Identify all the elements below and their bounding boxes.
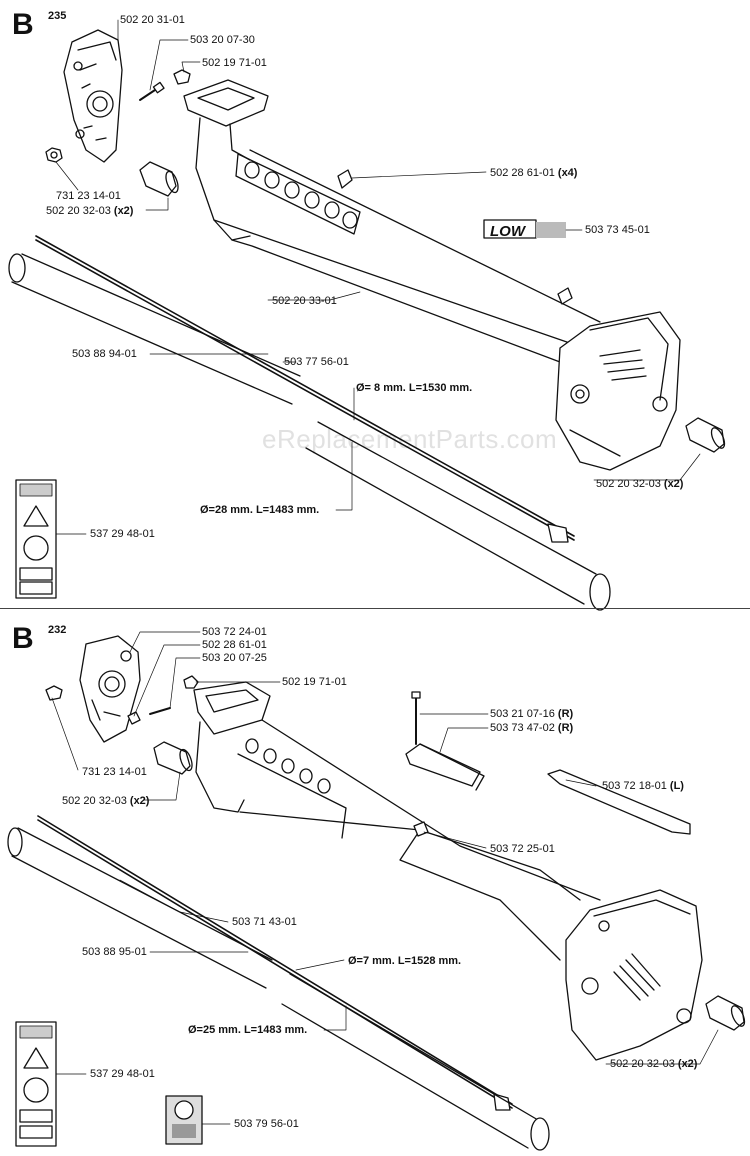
- s2-warning-decal: [15, 1021, 57, 1147]
- s2-engine-housing: [565, 889, 703, 1061]
- s2-part-503-72-24-01: 503 72 24-01: [202, 626, 267, 638]
- s2-part-502-20-32-03-a-qty: (x2): [129, 795, 150, 807]
- s2-part-503-73-47-02-number: 503 73 47-02: [490, 722, 555, 734]
- s1-part-502-20-31-01: 502 20 31-01: [120, 14, 185, 26]
- s2-bracket-r: [405, 691, 485, 791]
- s1-low-decal: [483, 219, 566, 239]
- s2-part-503-72-25-01: 503 72 25-01: [490, 843, 555, 855]
- s1-part-502-20-32-03-b-number: 502 20 32-03: [596, 478, 661, 490]
- s1-handle-bracket: [63, 29, 123, 163]
- s1-part-502-20-32-03-a-qty: (x2): [113, 205, 134, 217]
- s1-part-502-28-61-01-number: 502 28 61-01: [490, 167, 555, 179]
- s1-warning-decal: [15, 479, 57, 599]
- s1-shaft-dimension: Ø= 8 mm. L=1530 mm.: [356, 382, 473, 394]
- s1-cap-right: [685, 417, 726, 453]
- s2-part-502-20-32-03-b-qty: (x2): [677, 1058, 698, 1070]
- s1-part-502-28-61-01-qty: (x4): [557, 167, 578, 179]
- s2-part-502-20-32-03-a: 502 20 32-03 (x2): [62, 795, 149, 807]
- s1-tube: [8, 253, 611, 611]
- s2-sticker: [165, 1095, 203, 1145]
- s1-housing: [183, 79, 601, 363]
- s2-part-503-73-47-02: 503 73 47-02 (R): [490, 722, 573, 734]
- s2-part-503-79-56-01: 503 79 56-01: [234, 1118, 299, 1130]
- s2-lever: [547, 769, 691, 835]
- s1-part-731-23-14-01: 731 23 14-01: [56, 190, 121, 202]
- s2-leaders: [51, 631, 719, 1125]
- s2-tube: [7, 827, 550, 1151]
- s2-part-502-28-61-01: 502 28 61-01: [202, 639, 267, 651]
- s2-shaft-dimension: Ø=7 mm. L=1528 mm.: [348, 955, 462, 967]
- s2-tube-dimension: Ø=25 mm. L=1483 mm.: [188, 1024, 308, 1036]
- s2-part-503-73-47-02-suffix: (R): [557, 722, 574, 734]
- s1-part-503-73-45-01: 503 73 45-01: [585, 224, 650, 236]
- s1-tube-dimension: Ø=28 mm. L=1483 mm.: [200, 504, 320, 516]
- s1-low-logo: LOW: [490, 223, 525, 240]
- s1-drive-shaft: [35, 235, 575, 543]
- s2-part-731-23-14-01: 731 23 14-01: [82, 766, 147, 778]
- s1-part-503-88-94-01: 503 88 94-01: [72, 348, 137, 360]
- s1-cap-left: [139, 161, 179, 197]
- s2-part-502-19-71-01: 502 19 71-01: [282, 676, 347, 688]
- section-2-model: 232: [48, 624, 67, 636]
- s2-part-537-29-48-01: 537 29 48-01: [90, 1068, 155, 1080]
- s1-part-537-29-48-01: 537 29 48-01: [90, 528, 155, 540]
- s2-drive-shaft: [37, 815, 513, 1111]
- s1-part-502-19-71-01: 502 19 71-01: [202, 57, 267, 69]
- s1-screw: [139, 81, 165, 101]
- s1-engine-housing: [555, 311, 681, 471]
- s1-part-502-20-32-03-a-number: 502 20 32-03: [46, 205, 111, 217]
- s2-part-503-88-95-01: 503 88 95-01: [82, 946, 147, 958]
- s1-part-502-20-32-03-b: 502 20 32-03 (x2): [596, 478, 683, 490]
- s1-part-502-20-32-03-a: 502 20 32-03 (x2): [46, 205, 133, 217]
- s2-part-503-72-18-01-suffix: (L): [669, 780, 684, 792]
- s1-part-502-20-32-03-b-qty: (x2): [663, 478, 684, 490]
- s2-part-503-72-18-01-number: 503 72 18-01: [602, 780, 667, 792]
- section-divider: [0, 608, 750, 609]
- s1-part-502-28-61-01: 502 28 61-01 (x4): [490, 167, 577, 179]
- s2-part-503-21-07-16-suffix: (R): [557, 708, 574, 720]
- s1-part-503-77-56-01: 503 77 56-01: [284, 356, 349, 368]
- s2-cap-left: [153, 741, 193, 775]
- section-1-model: 235: [48, 10, 67, 22]
- s2-part-503-21-07-16: 503 21 07-16 (R): [490, 708, 573, 720]
- s1-nut: [45, 147, 63, 163]
- s1-part-502-20-33-01: 502 20 33-01: [272, 295, 337, 307]
- s2-part-502-20-32-03-b: 502 20 32-03 (x2): [610, 1058, 697, 1070]
- section-2-letter: B: [12, 622, 34, 655]
- s2-part-503-20-07-25: 503 20 07-25: [202, 652, 267, 664]
- s2-part-503-21-07-16-number: 503 21 07-16: [490, 708, 555, 720]
- s2-part-503-72-18-01: 503 72 18-01 (L): [602, 780, 684, 792]
- section-1-letter: B: [12, 8, 34, 41]
- s2-handle-bracket: [79, 635, 141, 743]
- s1-leaders: [55, 19, 701, 535]
- s2-part-503-71-43-01: 503 71 43-01: [232, 916, 297, 928]
- s2-cap-right: [705, 995, 746, 1031]
- s1-part-503-20-07-30: 503 20 07-30: [190, 34, 255, 46]
- s2-part-502-20-32-03-a-number: 502 20 32-03: [62, 795, 127, 807]
- s2-part-502-20-32-03-b-number: 502 20 32-03: [610, 1058, 675, 1070]
